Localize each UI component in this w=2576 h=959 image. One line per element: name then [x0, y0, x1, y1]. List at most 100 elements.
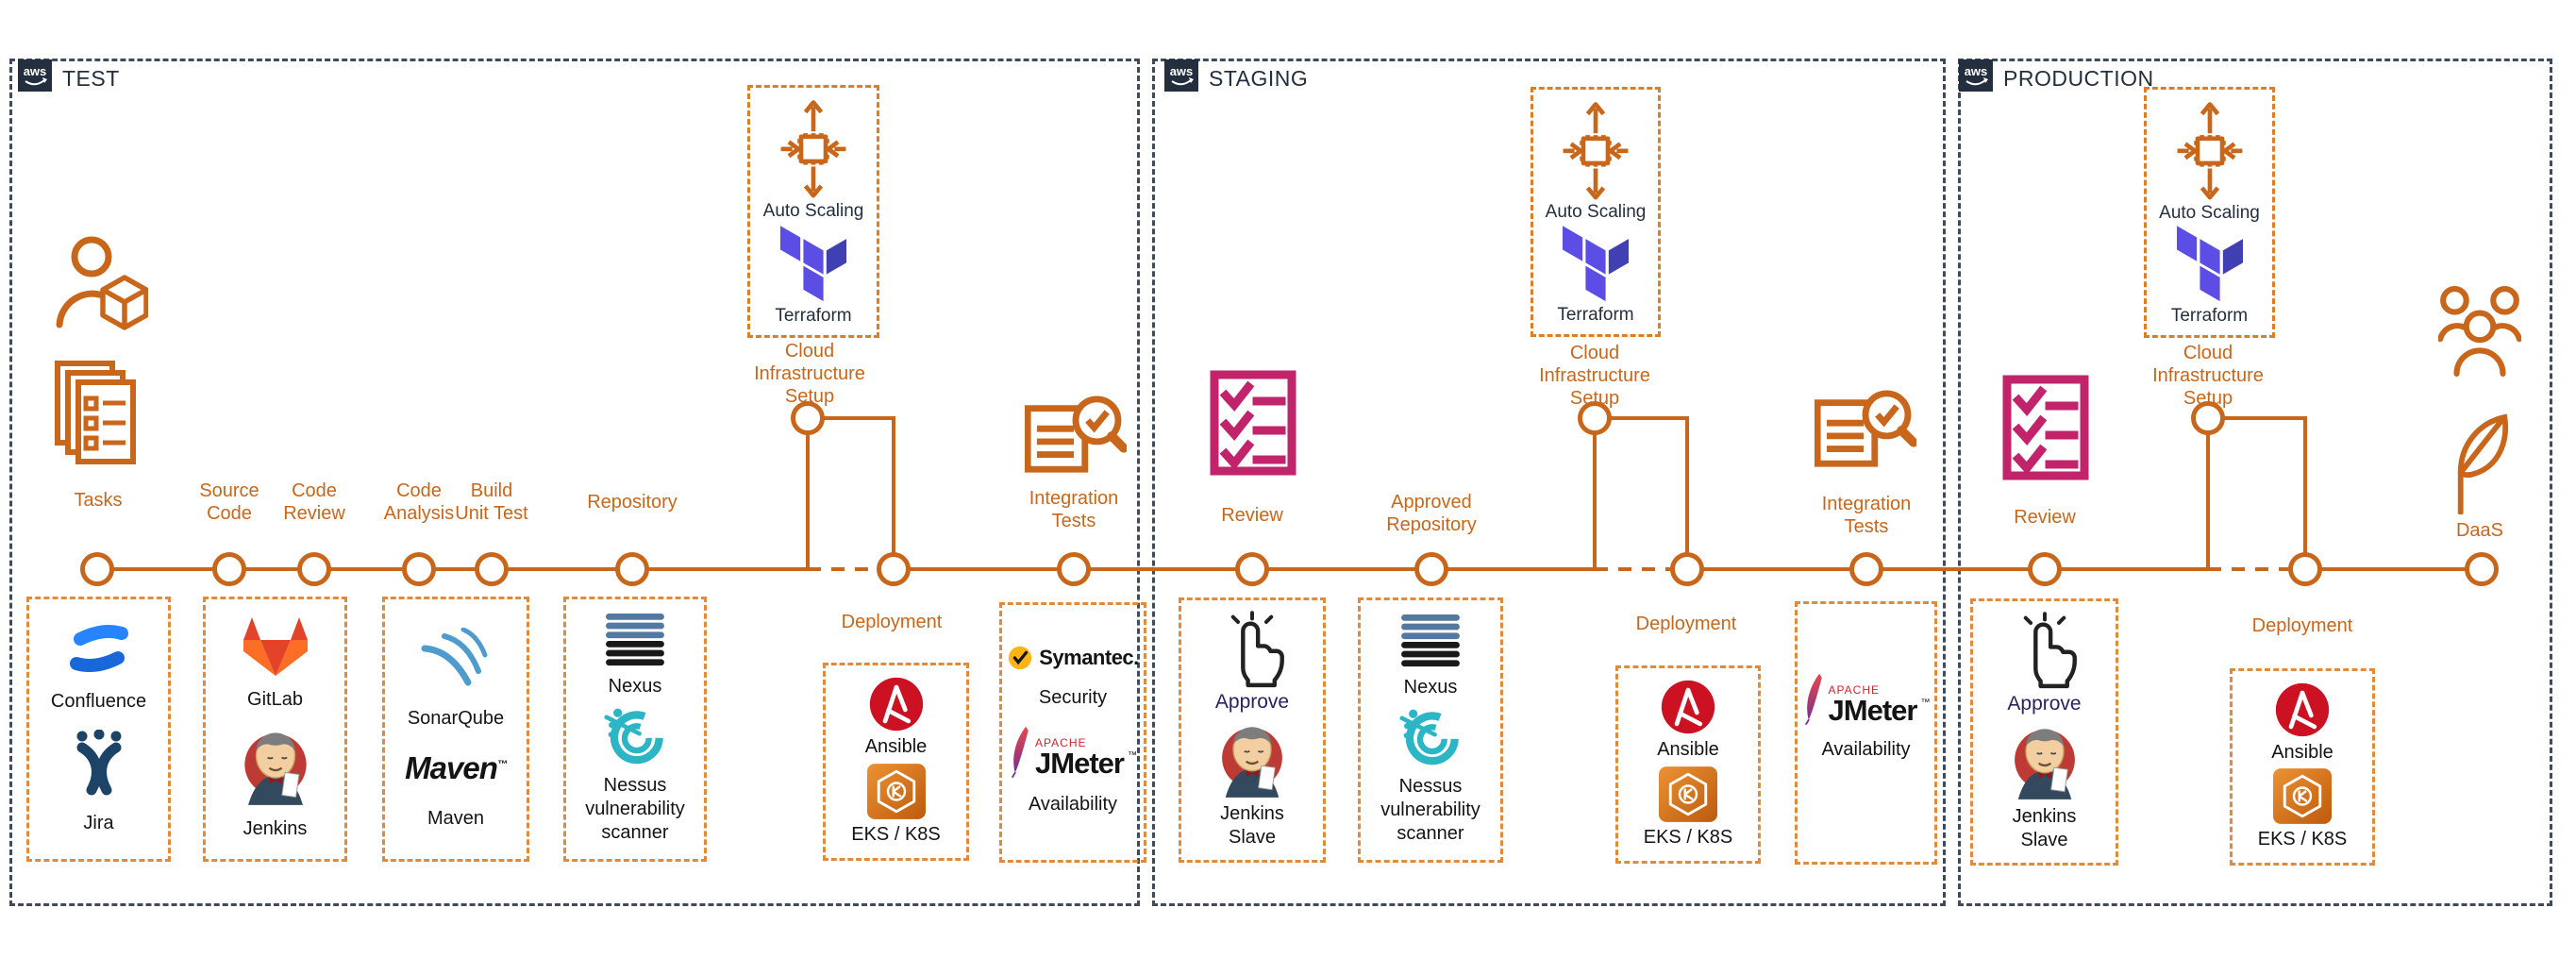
- milestone-node-daas: [2465, 552, 2499, 586]
- section-production: [1958, 59, 2552, 906]
- milestone-node-code-review: [297, 552, 331, 586]
- timeline-segment-dashed: [1595, 567, 1687, 571]
- svg-text:aws: aws: [1170, 64, 1194, 78]
- confluence-icon: [69, 623, 129, 674]
- milestone-label-cloud-infra-test: Cloud Infrastructure Setup: [754, 341, 865, 407]
- milestone-label-code-review: Code Review: [283, 480, 345, 524]
- jenkins-icon: [1213, 716, 1291, 799]
- jenkins-icon: [2006, 718, 2083, 801]
- cloud-infra-box-test: Auto Scaling Terraform: [747, 85, 879, 338]
- aws-logo: aws: [1164, 59, 1198, 92]
- connector-line: [2303, 416, 2307, 567]
- aws-logo: aws: [18, 59, 52, 92]
- tool-box-deployment-test: Ansible EKS / K8S: [823, 663, 969, 861]
- nexus-label: Nexus: [608, 676, 662, 697]
- nexus-label: Nexus: [1403, 677, 1458, 698]
- nessus-icon: [604, 705, 666, 767]
- approve-click-icon: [2010, 612, 2080, 689]
- leaf-icon: [2451, 413, 2514, 514]
- jira-icon: [73, 730, 125, 796]
- availability-label: Availability: [1821, 739, 1911, 760]
- milestone-label-tasks: Tasks: [74, 490, 123, 511]
- ansible-label: Ansible: [864, 736, 928, 758]
- symantec-logo: Symantec.: [1007, 645, 1139, 671]
- review-checklist-icon: [1210, 370, 1296, 476]
- connector-line: [1685, 416, 1689, 567]
- milestone-node-deployment-test: [877, 552, 911, 586]
- milestone-label-approved-repository: Approved Repository: [1386, 492, 1477, 535]
- milestone-label-code-analysis: Code Analysis: [383, 480, 455, 524]
- user-package-icon: [54, 232, 148, 336]
- milestone-node-integration-tests-staging: [1849, 552, 1883, 586]
- jenkins-slave-label: Jenkins Slave: [1220, 803, 1284, 848]
- gitlab-icon: [243, 617, 309, 678]
- tool-box-confluence-jira: Confluence Jira: [26, 597, 171, 862]
- section-title-staging: STAGING: [1209, 66, 1309, 91]
- timeline-segment: [97, 567, 808, 571]
- sonarqube-label: SonarQube: [407, 707, 505, 729]
- ansible-label: Ansible: [1657, 739, 1719, 761]
- security-label: Security: [1038, 687, 1108, 708]
- auto-scaling-label: Auto Scaling: [762, 201, 864, 222]
- nessus-label: Nessus vulnerability scanner: [585, 775, 685, 843]
- connector-line: [1593, 418, 1597, 567]
- timeline-segment: [1687, 567, 2208, 571]
- tool-box-deployment-production: Ansible EKS / K8S: [2230, 668, 2375, 866]
- auto-scaling-icon: [778, 96, 849, 198]
- milestone-node-code-analysis: [402, 552, 436, 586]
- milestone-label-repository: Repository: [587, 492, 677, 513]
- nessus-label: Nessus vulnerability scanner: [1380, 776, 1480, 844]
- milestone-node-repository: [615, 552, 649, 586]
- cloud-infra-box-staging: Auto Scaling Terraform: [1531, 87, 1661, 337]
- terraform-icon: [780, 226, 846, 303]
- nexus-icon: [606, 614, 664, 668]
- aws-logo: aws: [1959, 59, 1993, 92]
- milestone-label-daas: DaaS: [2455, 520, 2504, 541]
- terraform-label: Terraform: [1557, 305, 1634, 326]
- terraform-icon: [2177, 226, 2243, 303]
- eks-icon: [1659, 766, 1717, 822]
- section-test: [9, 59, 1140, 906]
- milestone-label-review-production: Review: [2014, 507, 2076, 528]
- milestone-node-deployment-production: [2288, 552, 2322, 586]
- integration-tests-icon: [1815, 389, 1916, 472]
- milestone-label-cloud-infra-staging: Cloud Infrastructure Setup: [1539, 343, 1650, 409]
- sonarqube-icon: [421, 628, 491, 686]
- availability-label: Availability: [1028, 794, 1118, 815]
- milestone-label-integration-tests-staging: Integration Tests: [1821, 494, 1912, 537]
- auto-scaling-icon: [1560, 98, 1631, 200]
- connector-line: [806, 418, 810, 567]
- milestone-node-review-staging: [1235, 552, 1269, 586]
- tool-box-gitlab-jenkins: GitLab Jenkins: [203, 597, 347, 862]
- terraform-icon: [1563, 226, 1629, 303]
- tasks-list-icon: [55, 361, 140, 466]
- eks-label: EKS / K8S: [2257, 829, 2348, 850]
- milestone-node-cloud-infra-staging: [1578, 401, 1612, 435]
- terraform-label: Terraform: [775, 305, 852, 326]
- eks-icon: [2273, 768, 2332, 824]
- review-checklist-icon: [2002, 375, 2089, 480]
- ansible-icon: [869, 677, 924, 732]
- tool-box-approve-jenkins-production: Approve Jenkins Slave: [1970, 598, 2118, 866]
- milestone-node-cloud-infra-test: [791, 401, 825, 435]
- milestone-label-deployment-production: Deployment: [2251, 615, 2353, 636]
- jenkins-icon: [236, 722, 315, 807]
- connector-line: [892, 416, 895, 567]
- cloud-infra-box-production: Auto Scaling Terraform: [2144, 87, 2275, 338]
- approve-label: Approve: [1214, 691, 1290, 713]
- milestone-node-tasks: [80, 552, 114, 586]
- jenkins-label: Jenkins: [243, 818, 308, 839]
- milestone-node-cloud-infra-production: [2191, 401, 2225, 435]
- auto-scaling-icon: [2174, 98, 2246, 200]
- milestone-label-deployment-staging: Deployment: [1635, 614, 1737, 634]
- tool-box-deployment-staging: Ansible EKS / K8S: [1615, 665, 1761, 864]
- section-staging: [1152, 59, 1946, 906]
- milestone-label-source-code: Source Code: [199, 480, 259, 524]
- gitlab-label: GitLab: [247, 689, 303, 710]
- auto-scaling-label: Auto Scaling: [1545, 202, 1647, 223]
- ansible-icon: [2275, 682, 2330, 737]
- users-group-icon: [2438, 285, 2521, 378]
